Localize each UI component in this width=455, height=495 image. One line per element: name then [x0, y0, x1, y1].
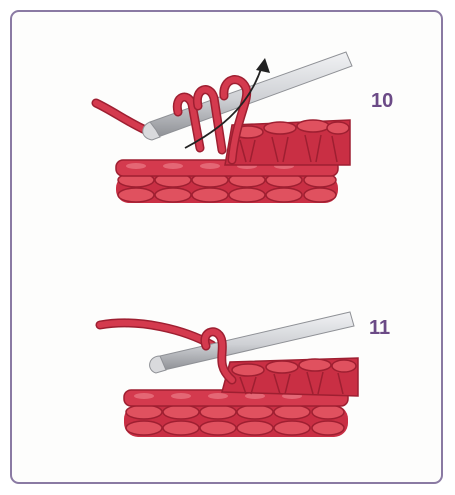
illustration-step-11	[100, 312, 358, 437]
stitch-row-upper	[225, 120, 350, 165]
step-number-10: 10	[371, 90, 393, 113]
stitch-row-bottom	[124, 390, 348, 437]
step-number-11: 11	[369, 317, 390, 340]
stitch-row-upper	[222, 358, 358, 396]
illustration-step-10	[96, 52, 352, 203]
stitch-row-bottom	[116, 160, 338, 203]
